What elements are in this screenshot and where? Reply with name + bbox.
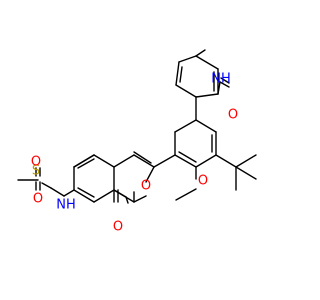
lactone-carbonyl-oxygen-label: O: [113, 220, 123, 235]
lactone-ring-double-bond: [133, 151, 152, 164]
fused-benzene-bond: [93, 154, 115, 168]
fused-benzene-bond: [73, 189, 95, 203]
pyridone-nh-label: NH: [211, 72, 231, 87]
pyridone-ring-bond: [195, 55, 219, 70]
sulfonamide-nh-label: NH: [56, 198, 76, 213]
pyridone-carbonyl-oxygen-label: O: [228, 108, 238, 123]
pyridone-ring-bond: [178, 55, 197, 63]
fused-benzene-inner-bond: [77, 187, 95, 198]
fused-benzene-bond: [73, 154, 95, 168]
fused-benzene-inner-bond: [77, 158, 95, 169]
pyridone-carbonyl-double-bond: [220, 77, 230, 84]
methoxy-oxygen-label: O: [198, 174, 208, 189]
biaryl-bond: [153, 154, 176, 168]
pyridone-ring-bond: [195, 49, 206, 57]
lactone-ring-bond: [113, 189, 135, 203]
benzene-ring-bond: [174, 154, 197, 168]
methoxy-bond: [175, 188, 197, 201]
lactone-ring-oxygen-label: O: [141, 179, 151, 194]
fused-benzene-bond: [63, 189, 75, 197]
tert-butyl-bond: [235, 166, 257, 180]
bond-lines: [17, 49, 257, 204]
benzene-ring-bond: [195, 119, 217, 133]
tert-butyl-bond: [215, 154, 237, 168]
pyridone-ring-bond: [195, 93, 219, 98]
pyridone-ring-inner-bond: [179, 66, 183, 83]
benzene-ring-bond: [174, 119, 197, 133]
lactone-ring-bond: [113, 154, 135, 168]
sulfonyl-oxygen-top-label: O: [31, 155, 41, 170]
pyridone-carbonyl-bond: [217, 81, 221, 95]
lactone-ring-bond: [145, 166, 155, 183]
sulfonamide-bond: [41, 182, 52, 189]
lactone-carbonyl-bond: [125, 196, 129, 204]
sulfonyl-sulfur-label: S: [32, 164, 40, 179]
lactone-ring-bond: [133, 195, 147, 203]
tert-butyl-bond: [235, 154, 257, 168]
fused-benzene-bond: [93, 189, 115, 203]
benzene-ring-bond: [195, 154, 217, 168]
pyridone-ring-bond: [175, 84, 197, 98]
benzene-ring-inner-bond: [178, 151, 197, 163]
pyridone-carbonyl-bond: [219, 81, 230, 88]
sulfonyl-oxygen-bottom-label: O: [33, 192, 43, 207]
sulfonamide-bond: [50, 187, 65, 197]
lactone-ring-bond: [133, 154, 155, 168]
pyridone-ring-bond: [175, 61, 180, 86]
